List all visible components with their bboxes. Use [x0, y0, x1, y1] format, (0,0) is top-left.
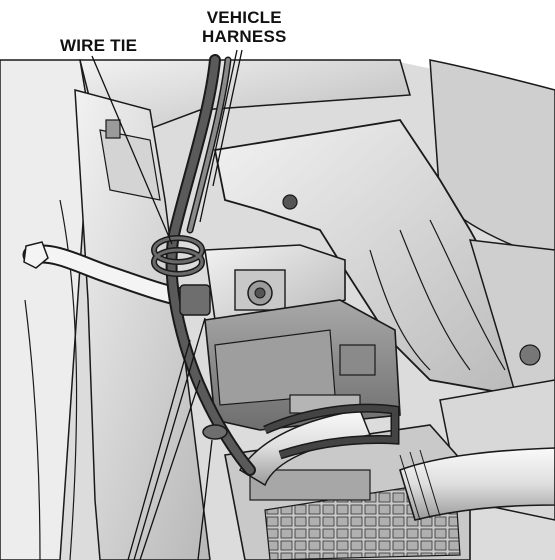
a-pillar-panel [24, 89, 211, 560]
wire-tie-wraps [151, 235, 228, 440]
wire-tie-label: WIRE TIE [60, 36, 138, 55]
vehicle-harness-label: VEHICLE HARNESS [202, 8, 287, 46]
vehicle-harness-label-line2: HARNESS [202, 27, 287, 46]
dash-duct-cover [213, 119, 542, 396]
vehicle-harness-label-line1: VEHICLE [206, 8, 282, 27]
leader-lines [91, 49, 243, 560]
